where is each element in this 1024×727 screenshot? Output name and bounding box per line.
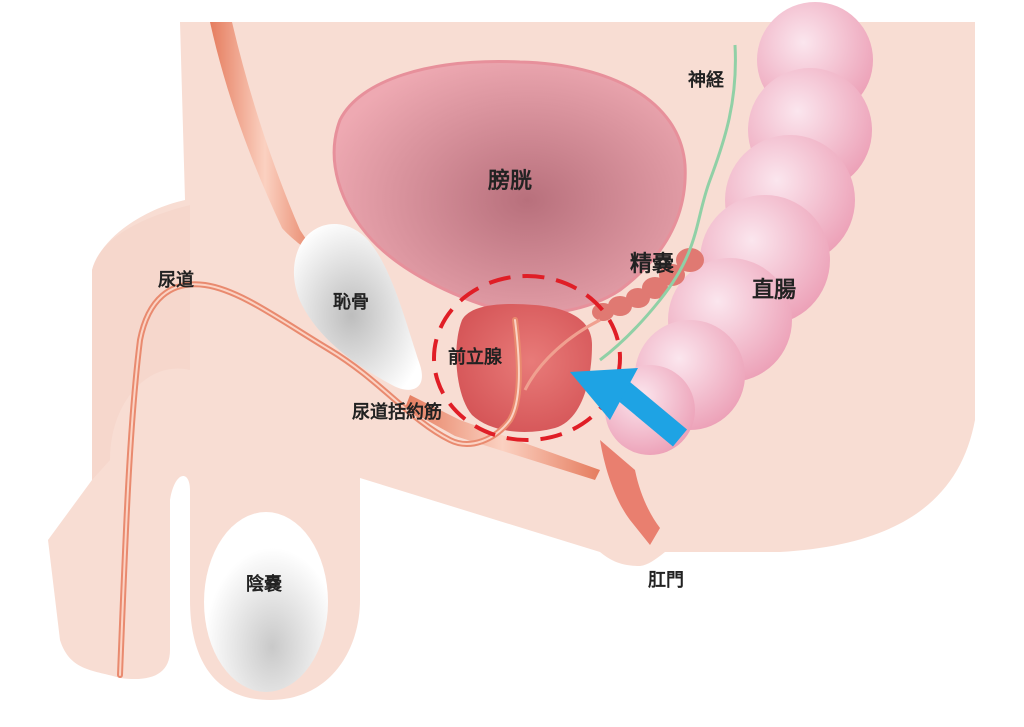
scrotum-shape (204, 512, 328, 692)
label-bladder: 膀胱 (488, 169, 533, 194)
prostate-shape (456, 303, 592, 432)
pubic-strip (210, 22, 320, 260)
label-scrotum: 陰嚢 (246, 574, 282, 595)
label-anus: 肛門 (648, 570, 684, 591)
label-pubic-bone: 恥骨 (333, 292, 369, 313)
nerve-line (599, 44, 737, 362)
anal-canal (600, 440, 660, 545)
label-prostate: 前立腺 (448, 347, 502, 368)
bladder-shape (332, 60, 687, 316)
label-rectum: 直腸 (752, 278, 797, 303)
blue-arrow (570, 368, 688, 447)
label-urethral-sphincter: 尿道括約筋 (352, 402, 442, 423)
rectum-shape (605, 2, 873, 455)
ejaculatory-duct (523, 318, 601, 391)
label-seminal-vesicle: 精嚢 (630, 252, 675, 277)
pubic-bone-shape (293, 223, 422, 390)
label-nerve: 神経 (688, 70, 724, 91)
prostate-highlight-circle (432, 274, 622, 442)
label-urethra: 尿道 (158, 270, 194, 291)
perineal-strip (405, 395, 600, 480)
